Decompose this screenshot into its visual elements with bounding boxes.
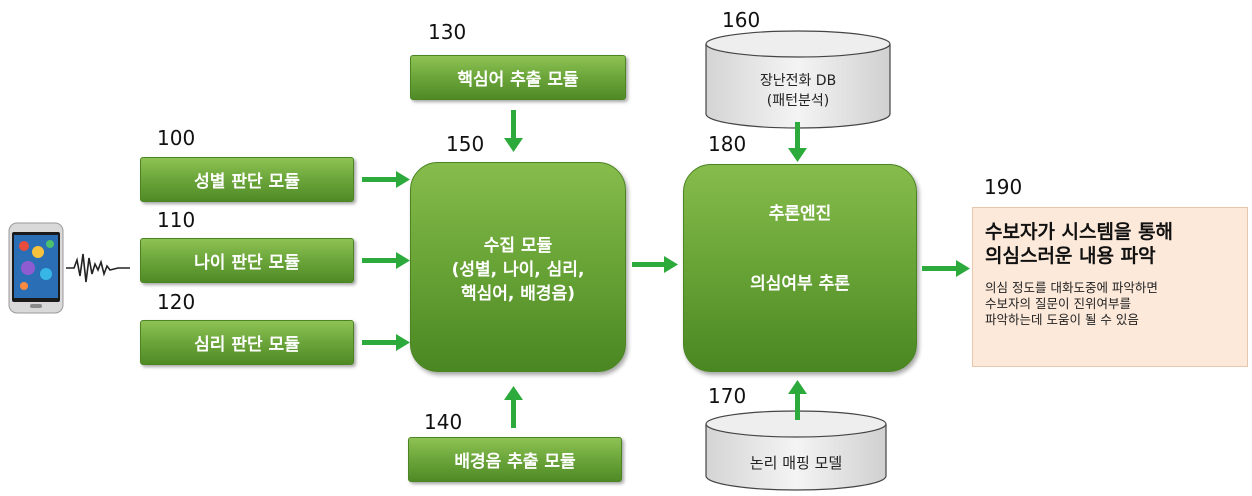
arrow-keyword-to-collection <box>504 110 523 152</box>
result-body-line1: 의심 정도를 대화도중에 파악하면 <box>985 280 1158 295</box>
collection-line3: 핵심어, 배경음) <box>461 284 575 304</box>
arrow-age-to-collection <box>362 252 410 269</box>
label-140: 140 <box>424 410 463 434</box>
label-120: 120 <box>157 290 196 314</box>
label-190: 190 <box>984 175 1023 199</box>
result-body-line2: 수보자의 질문이 진위여부를 <box>985 296 1131 311</box>
result-title-line2: 의심스러운 내용 파악 <box>985 245 1156 267</box>
arrow-inference-to-result <box>922 260 970 277</box>
arrow-psych-to-collection <box>362 334 410 351</box>
smartphone-icon <box>8 222 64 314</box>
arrow-gender-to-collection <box>362 171 410 188</box>
result-body: 의심 정도를 대화도중에 파악하면 수보자의 질문이 진위여부를 파악하는데 도… <box>985 280 1237 328</box>
result-body-line3: 파악하는데 도움이 될 수 있음 <box>985 312 1139 327</box>
collection-line2: (성별, 나이, 심리, <box>451 260 585 280</box>
arrow-background-to-collection <box>504 386 523 428</box>
collection-module: 수집 모듈 (성별, 나이, 심리, 핵심어, 배경음) <box>410 162 626 372</box>
label-100: 100 <box>157 126 196 150</box>
inference-title: 추론엔진 <box>768 204 832 224</box>
label-180: 180 <box>708 132 747 156</box>
prank-db-line1: 장난전화 DB <box>759 73 837 89</box>
age-module: 나이 판단 모듈 <box>140 238 354 283</box>
inference-label: 의심여부 추론 <box>750 274 850 294</box>
arrow-collection-to-inference <box>632 256 678 273</box>
prank-db-line2: (패턴분석) <box>766 93 830 109</box>
background-module: 배경음 추출 모듈 <box>408 437 622 482</box>
label-160: 160 <box>722 8 761 32</box>
label-110: 110 <box>157 208 196 232</box>
logic-model-label: 논리 매핑 모델 <box>749 454 843 472</box>
prank-call-db: 장난전화 DB (패턴분석) <box>705 30 891 130</box>
psych-module: 심리 판단 모듈 <box>140 320 354 365</box>
label-130: 130 <box>428 20 467 44</box>
sound-wave-icon <box>66 250 130 286</box>
label-150: 150 <box>446 132 485 156</box>
gender-module: 성별 판단 모듈 <box>140 157 354 202</box>
logic-mapping-model: 논리 매핑 모델 <box>705 410 887 492</box>
result-box: 수보자가 시스템을 통해 의심스러운 내용 파악 의심 정도를 대화도중에 파악… <box>972 207 1248 367</box>
collection-line1: 수집 모듈 <box>483 236 553 256</box>
inference-engine: 추론엔진 의심여부 추론 <box>683 164 917 372</box>
label-170: 170 <box>708 384 747 408</box>
result-title-line1: 수보자가 시스템을 통해 <box>985 221 1174 243</box>
keyword-module: 핵심어 추출 모듈 <box>410 55 626 100</box>
